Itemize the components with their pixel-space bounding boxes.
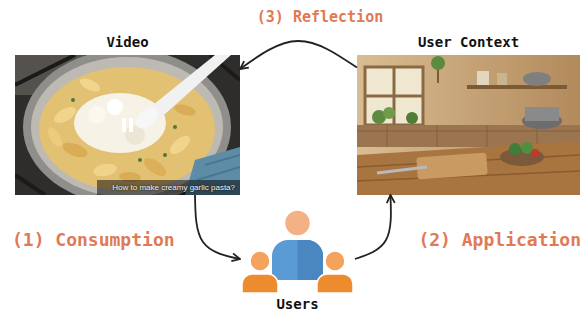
- shelf-part: [497, 73, 507, 85]
- cheese-part: [88, 106, 106, 124]
- vegetable-bowl-part: [509, 143, 521, 155]
- caption-strip-part: [97, 180, 240, 195]
- pasta-part: [173, 125, 177, 129]
- table-part: [357, 141, 580, 195]
- shelf: [467, 71, 567, 89]
- left-user-part: [250, 251, 270, 271]
- pasta-part: [92, 162, 118, 178]
- frame-title: Video: [0, 34, 260, 50]
- window-part: [365, 67, 423, 125]
- video-frame: VideoHow to make creamy garlic pasta?: [15, 55, 240, 195]
- vegetable-bowl-part: [531, 149, 539, 157]
- wall: [357, 55, 580, 195]
- wall-part: [357, 55, 580, 195]
- left-user-part: [242, 274, 278, 293]
- pasta-part: [78, 76, 102, 94]
- caption-strip: [97, 180, 240, 195]
- plants-part: [406, 112, 418, 124]
- cheese-part: [107, 99, 123, 115]
- curved-arrow: [240, 41, 357, 69]
- users-icon: Users: [240, 208, 355, 293]
- shelf-part: [467, 85, 567, 89]
- vegetable-bowl: [500, 142, 544, 166]
- right-user: [317, 251, 353, 293]
- plants-part: [383, 107, 395, 119]
- frame-title: User Context: [337, 34, 587, 50]
- pasta-part: [71, 98, 75, 102]
- window-part: [365, 67, 423, 125]
- kitchen-photo-art: [357, 55, 580, 195]
- spatula: [132, 55, 231, 132]
- center-user-part: [298, 240, 324, 280]
- left-user: [242, 251, 278, 293]
- step-label: (3) Reflection: [200, 8, 440, 26]
- table: [357, 141, 580, 195]
- pause-icon-part: [122, 118, 126, 132]
- pasta-part: [45, 125, 65, 149]
- counter: [357, 107, 580, 147]
- counter-part: [525, 107, 559, 121]
- step-label: (1) Consumption: [12, 229, 175, 250]
- cheese: [74, 93, 166, 153]
- plants: [372, 56, 445, 124]
- window: [365, 67, 423, 125]
- context-photo: User Context: [357, 55, 580, 195]
- center-user: [272, 210, 323, 280]
- video-caption: How to make creamy garlic pasta?: [112, 183, 235, 192]
- plants-part: [431, 56, 445, 70]
- icon-label: Users: [220, 296, 375, 312]
- cheese-part: [74, 93, 166, 153]
- step-label: (2) Application: [418, 229, 581, 250]
- cutting-board: [377, 153, 488, 180]
- towel-part: [197, 155, 240, 180]
- pasta-part: [138, 158, 142, 162]
- center-user-part: [272, 240, 323, 280]
- pasta-part: [61, 140, 90, 160]
- shelf-part: [523, 72, 551, 86]
- spatula-part: [132, 104, 162, 133]
- users-icon-art: [240, 208, 355, 293]
- pasta-part: [163, 153, 167, 157]
- right-user-part: [325, 251, 345, 271]
- right-user-part: [317, 274, 353, 293]
- shelf-part: [477, 71, 489, 85]
- window-part: [365, 67, 423, 125]
- cutting-board-part: [416, 153, 487, 180]
- pasta-part: [141, 155, 169, 180]
- cutting-board-part: [377, 167, 427, 173]
- video-frame-art: [15, 55, 240, 195]
- pasta-part: [173, 102, 197, 117]
- center-user-part: [285, 210, 311, 236]
- curved-arrow: [195, 195, 240, 259]
- pasta-part: [167, 133, 193, 158]
- pause-icon-part: [129, 118, 133, 132]
- curved-arrow: [355, 195, 391, 259]
- pause-icon: [122, 118, 133, 132]
